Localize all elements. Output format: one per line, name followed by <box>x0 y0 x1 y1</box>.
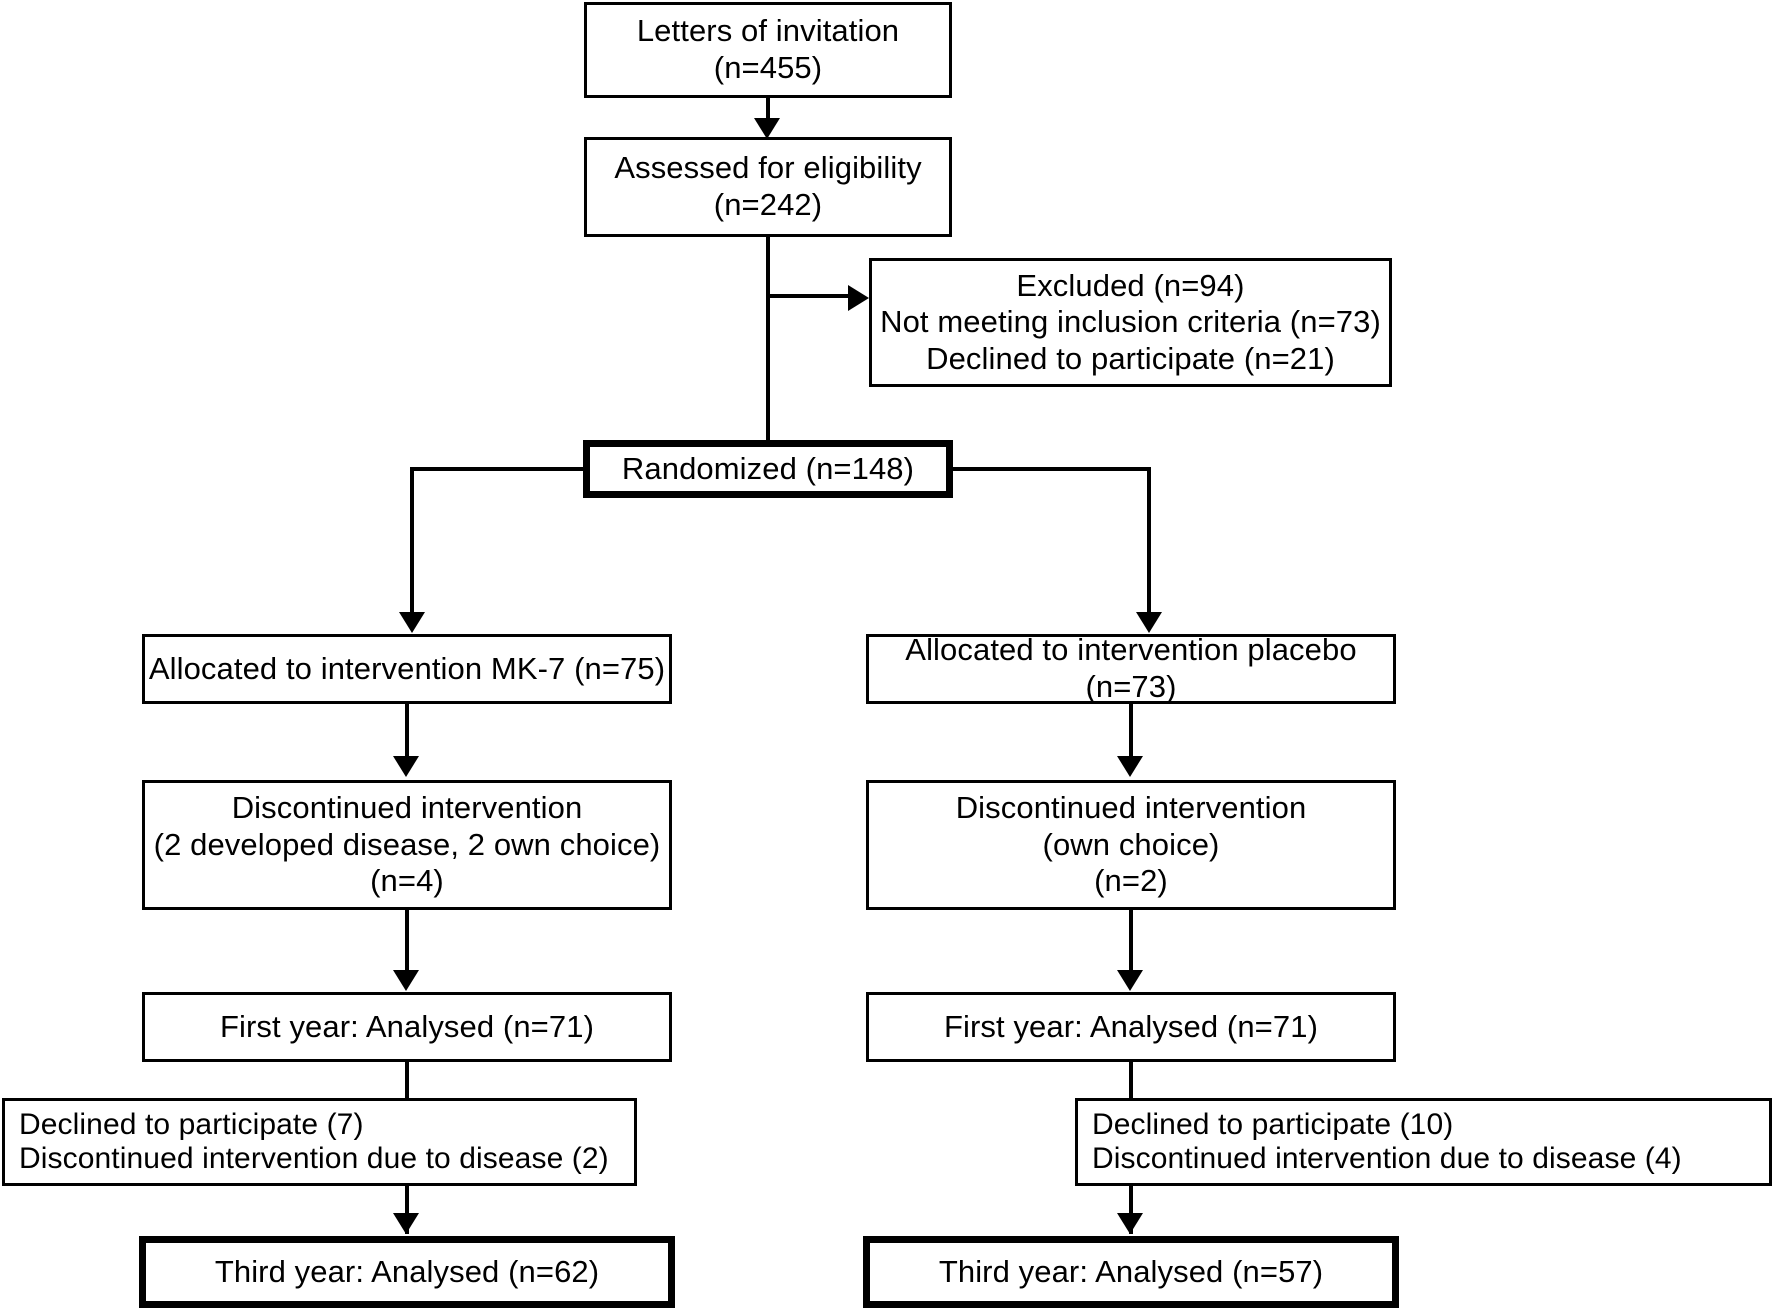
arrowhead-assessed-to-excluded <box>848 285 869 311</box>
arrowhead-first-mk7-to-third <box>393 1213 419 1234</box>
node-allocated-placebo: Allocated to intervention placebo (n=73) <box>866 632 1396 704</box>
arrowhead-disc-placebo-to-first <box>1117 970 1143 991</box>
node-third-year-placebo: Third year: Analysed (n=57) <box>863 1236 1399 1308</box>
node-excluded: Excluded (n=94) Not meeting inclusion cr… <box>869 258 1392 387</box>
connector-randomized-right <box>951 467 1151 471</box>
node-first-year-mk7: First year: Analysed (n=71) <box>142 992 672 1062</box>
node-third-year-mk7: Third year: Analysed (n=62) <box>139 1236 675 1308</box>
node-dropout-mk7: Declined to participate (7) Discontinued… <box>2 1098 637 1186</box>
arrowhead-disc-mk7-to-first <box>393 970 419 991</box>
connector-alloc-mk7-to-disc <box>405 704 409 762</box>
node-first-year-placebo: First year: Analysed (n=71) <box>866 992 1396 1062</box>
connector-disc-mk7-to-first <box>405 910 409 976</box>
node-letters-of-invitation: Letters of invitation (n=455) <box>584 2 952 98</box>
connector-assessed-to-excluded <box>766 294 850 298</box>
connector-randomized-left-down <box>410 467 414 619</box>
node-discontinued-placebo: Discontinued intervention (own choice) (… <box>866 780 1396 910</box>
arrowhead-randomized-to-alloc-mk7 <box>399 612 425 633</box>
node-allocated-mk7: Allocated to intervention MK-7 (n=75) <box>142 634 672 704</box>
node-discontinued-mk7: Discontinued intervention (2 developed d… <box>142 780 672 910</box>
connector-alloc-placebo-to-disc <box>1129 704 1133 762</box>
node-dropout-placebo: Declined to participate (10) Discontinue… <box>1075 1098 1772 1186</box>
arrowhead-letters-to-assessed <box>754 118 780 139</box>
arrowhead-first-placebo-to-third <box>1117 1213 1143 1234</box>
node-assessed-for-eligibility: Assessed for eligibility (n=242) <box>584 137 952 237</box>
connector-disc-placebo-to-first <box>1129 910 1133 976</box>
arrowhead-alloc-placebo-to-disc <box>1117 756 1143 777</box>
connector-randomized-right-down <box>1147 467 1151 619</box>
arrowhead-randomized-to-alloc-placebo <box>1136 612 1162 633</box>
connector-letters-to-assessed <box>766 98 770 130</box>
node-randomized: Randomized (n=148) <box>583 440 953 498</box>
arrowhead-alloc-mk7-to-disc <box>393 756 419 777</box>
connector-randomized-left <box>410 467 585 471</box>
connector-assessed-spine <box>766 237 770 448</box>
